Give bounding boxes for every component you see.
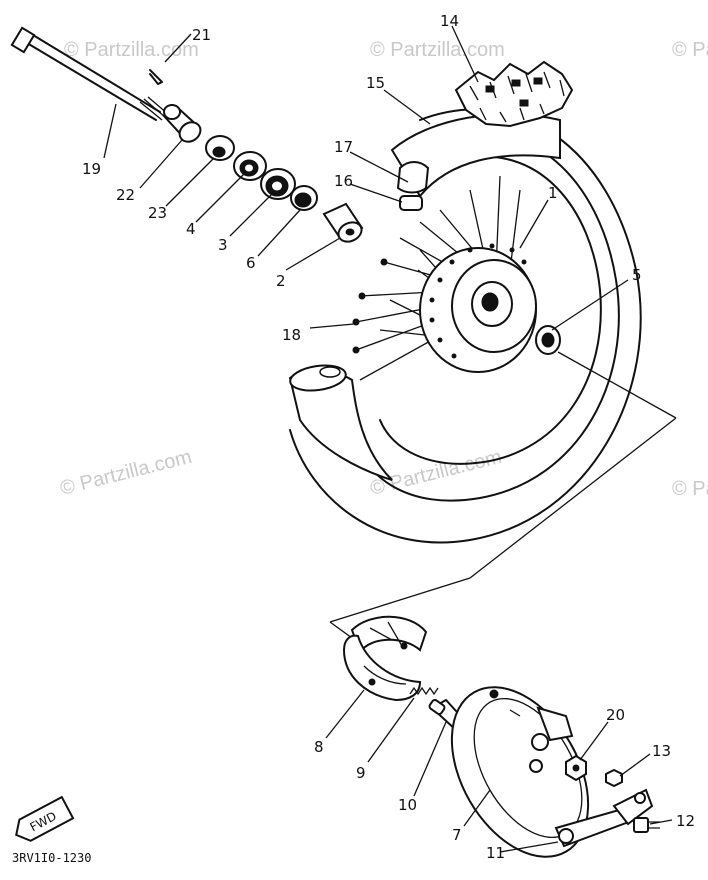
callout-16: 16: [334, 172, 353, 190]
callout-20: 20: [606, 706, 625, 724]
callout-5: 5: [632, 266, 642, 284]
collar-part: [535, 325, 561, 355]
bearing-part: [260, 168, 296, 200]
callout-1: 1: [548, 184, 558, 202]
cotter-pin-part: [149, 69, 163, 85]
nut-part: [605, 768, 623, 788]
oil-seal-part: [205, 135, 235, 161]
callout-21: 21: [192, 26, 211, 44]
callout-17: 17: [334, 138, 353, 156]
callout-12: 12: [676, 812, 695, 830]
fwd-arrow-icon: FWD: [15, 795, 75, 842]
spacer-part: [322, 202, 364, 243]
callout-18: 18: [282, 326, 301, 344]
drawing-code: 3RV1I0-1230: [12, 851, 91, 865]
oil-seal-part: [233, 151, 267, 181]
watermark-text: © Partzilla.com: [64, 39, 199, 61]
callout-9: 9: [356, 764, 366, 782]
spring-part: [409, 686, 439, 696]
bolt-part: [633, 817, 660, 833]
watermark-text: © Partzilla.com: [58, 446, 194, 500]
tire-tread-part: [454, 60, 574, 128]
callout-7: 7: [452, 826, 462, 844]
callout-15: 15: [366, 74, 385, 92]
callout-13: 13: [652, 742, 671, 760]
callout-4: 4: [186, 220, 196, 238]
brake-shoe-part: [342, 615, 428, 702]
callout-8: 8: [314, 738, 324, 756]
callout-14: 14: [440, 12, 459, 30]
callout-23: 23: [148, 204, 167, 222]
callout-labels: 21 14 15 17 16 1 5 18 19 22 23 4 3 6 2 8…: [82, 12, 695, 862]
bearing-part: [290, 185, 318, 211]
watermark-text: © Partzilla.com: [368, 446, 504, 500]
nut-part: [565, 754, 587, 782]
callout-leaders: [103, 25, 673, 853]
watermark-text: © Partzilla.com: [672, 478, 708, 500]
watermark-text: © Partzilla.com: [672, 39, 708, 61]
callout-10: 10: [398, 796, 417, 814]
nipple-part: [399, 195, 423, 211]
assembly-guide-lines: [329, 351, 677, 639]
callout-3: 3: [218, 236, 228, 254]
callout-22: 22: [116, 186, 135, 204]
collar-part: [162, 104, 202, 143]
watermark-text: © Partzilla.com: [370, 39, 505, 61]
callout-6: 6: [246, 254, 256, 272]
axle-part: [10, 26, 169, 121]
callout-2: 2: [276, 272, 286, 290]
hub-part: [419, 243, 537, 373]
tube-part: [288, 113, 561, 481]
rim-band-part: [396, 161, 430, 194]
brake-shoe-plate-part: [450, 686, 590, 858]
camshaft-lever-part: [554, 788, 654, 848]
callout-11: 11: [486, 844, 505, 862]
callout-19: 19: [82, 160, 101, 178]
